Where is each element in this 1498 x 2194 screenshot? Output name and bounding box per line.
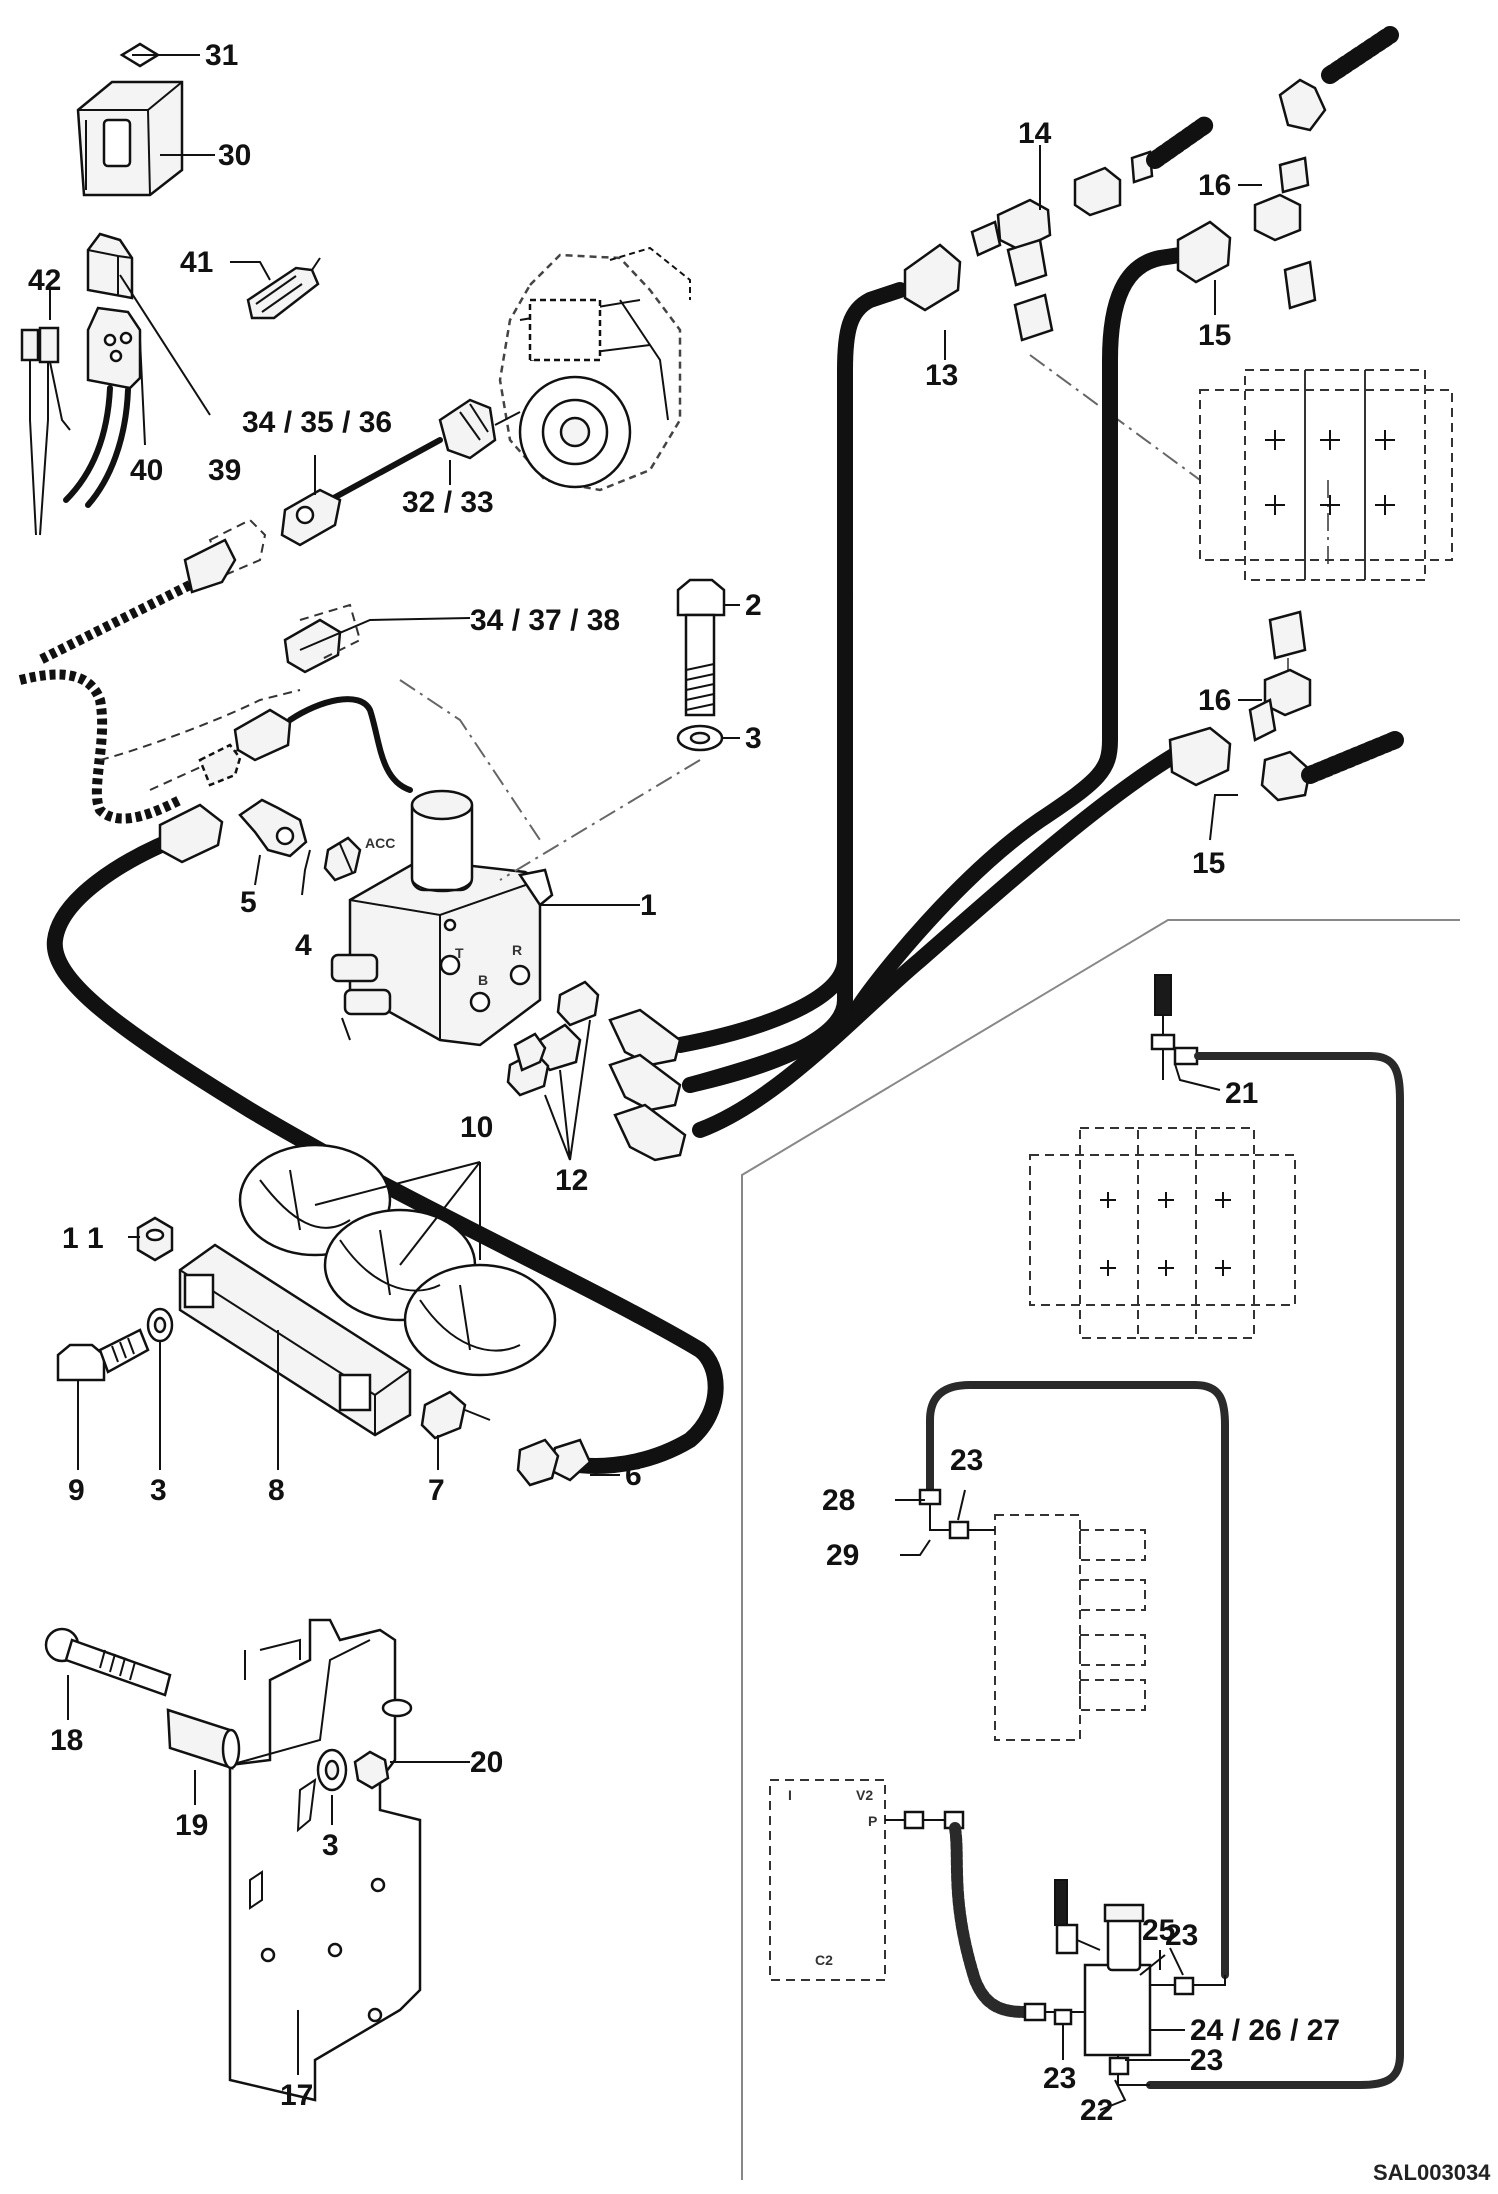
port-p: P [868,1813,877,1829]
callout-30: 30 [218,139,251,172]
port-r: R [512,942,522,958]
callout-23-b: 23 [1165,1919,1198,1952]
part-7-fitting [420,1390,491,1440]
part-17-mounting-plate [228,1618,422,2102]
callout-9: 9 [68,1474,85,1507]
callout-12: 12 [555,1164,588,1197]
callout-labels: 31 30 41 42 40 39 34 / 35 / 36 32 / 33 3… [28,39,1340,2127]
callout-23-d: 23 [1190,2044,1223,2077]
control-valve-block [330,789,554,1047]
callout-23-a: 23 [950,1444,983,1477]
callout-6: 6 [625,1459,642,1492]
port-v2: V2 [856,1787,873,1803]
callout-11: 1 1 [62,1222,104,1255]
part-2-bolt [676,578,726,717]
callout-24-26-27: 24 / 26 / 27 [1190,2014,1340,2047]
part-19-spacer [166,1708,241,1770]
part-34-35-36-connector [280,488,342,547]
inset-solenoid-valve [1023,1879,1226,2086]
callout-14: 14 [1018,117,1052,150]
callout-31: 31 [205,39,238,72]
inset-relief-valve [769,1779,1031,2018]
part-3-washer-low [316,1748,348,1792]
part-8-bracket [178,1243,412,1437]
callout-10: 10 [460,1111,493,1144]
callout-39: 39 [208,454,241,487]
inset-spool-block [994,1514,1146,1741]
harness-dashed [18,669,413,824]
part-32-33-sensor [327,398,521,503]
part-41-terminal [246,257,321,320]
port-i: I [788,1787,792,1803]
callout-34-37-38: 34 / 37 / 38 [470,604,620,637]
port-c2: C2 [815,1952,833,1968]
part-3-washer-top [676,724,724,752]
harness-connector-upper [283,603,362,674]
callout-7: 7 [428,1474,445,1507]
callout-42: 42 [28,264,61,297]
callout-34-35-36: 34 / 35 / 36 [242,406,392,439]
callout-32-33: 32 / 33 [402,486,494,519]
part-3-washer-mid [146,1307,174,1343]
part-4-fitting [323,836,362,882]
hose-15-lower [692,747,1183,1138]
inset-divider [741,919,1460,2180]
callout-25: 25 [1142,1914,1175,1947]
callout-19: 19 [175,1809,208,1842]
inset-hose-21 [1146,974,1404,2089]
part-11-nut [136,1216,174,1262]
port-acc: ACC [365,835,395,851]
callout-20: 20 [470,1746,503,1779]
callout-3-top: 3 [745,722,762,755]
part-12-fittings [506,980,600,1097]
callout-16-lower: 16 [1198,684,1231,717]
callout-29: 29 [826,1539,859,1572]
callout-15-lower: 15 [1192,847,1225,880]
callout-17: 17 [280,2079,313,2112]
callout-23-c: 23 [1043,2062,1076,2095]
callout-22: 22 [1080,2094,1113,2127]
callout-8: 8 [268,1474,285,1507]
part-30-switch [76,80,184,197]
callout-16-upper: 16 [1198,169,1231,202]
callout-4: 4 [295,929,312,962]
callout-41: 41 [180,246,213,279]
callout-18: 18 [50,1724,83,1757]
part-40-relay-socket [63,306,142,508]
port-t: T [455,945,464,961]
hose-fittings [158,220,1232,1487]
callout-40: 40 [130,454,163,487]
valve-bank-top [1199,369,1453,581]
hose-inner-14 [682,592,853,1093]
sensor-plug-dashed [37,518,267,665]
part-14-tee [970,116,1214,342]
callout-13: 13 [925,359,958,392]
part-16-tee-upper [1253,26,1399,310]
callout-28: 28 [822,1484,855,1517]
part-9-bolt [56,1328,150,1382]
part-20-nut [353,1750,390,1790]
drawing-code: SAL003034 [1373,2160,1491,2185]
callout-leaders [49,54,1262,2111]
hose-main-left [46,827,724,1474]
callout-15-upper: 15 [1198,319,1231,352]
inset-valve-bank [1029,1127,1296,1339]
callout-5: 5 [240,886,257,919]
callout-21: 21 [1225,1077,1258,1110]
port-labels: ACC T B R P I V2 C2 [365,835,877,1968]
part-5-elbow [238,798,308,858]
port-b: B [478,972,488,988]
part-42-connector [20,326,71,536]
callout-3-low: 3 [322,1829,339,1862]
callout-2: 2 [745,589,762,622]
accumulators [238,1143,557,1377]
callout-1: 1 [640,889,657,922]
part-18-bolt [44,1627,172,1697]
alternator [498,246,691,492]
part-16-tee-lower [1248,610,1404,802]
part-39-relay [86,232,134,300]
callout-3-mid: 3 [150,1474,167,1507]
